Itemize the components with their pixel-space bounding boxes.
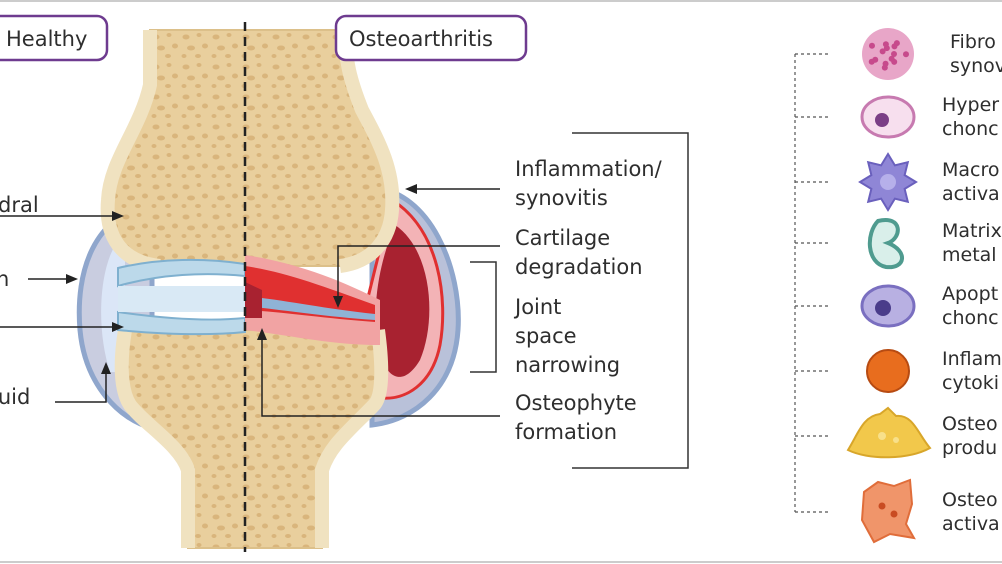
label-cartilage-line2: degradation (515, 255, 643, 279)
legend-label: activa (942, 513, 1000, 535)
oa-badge: Osteoarthritis (334, 14, 528, 62)
legend-label: metal (942, 244, 997, 266)
label-osteophyte-line2: formation (515, 420, 617, 444)
arrow-osteophyte (257, 328, 267, 340)
big-bracket (572, 132, 689, 469)
label-joint-line3: narrowing (515, 353, 620, 377)
fibrotic-cell-icon (862, 28, 914, 80)
legend-label: activa (942, 183, 1000, 205)
legend-label: Hyper (942, 94, 999, 116)
tibia-cortex-left (114, 328, 195, 548)
hypertrophic-chondrocyte-icon (860, 95, 916, 139)
right-label-group: Inflammation/ synovitis Cartilage degrad… (257, 132, 689, 469)
legend-label: chonc (942, 307, 999, 329)
legend-label: Osteo (942, 413, 998, 435)
tibia-cortex-right (315, 329, 389, 548)
pointer-cartilage (337, 245, 500, 298)
label-inflammation-line2: synovitis (515, 186, 608, 210)
joint-space-healthy (118, 286, 245, 312)
arrow-fluid (101, 362, 111, 374)
legend-label: Matrix (942, 220, 1002, 242)
label-joint-line2: space (515, 324, 577, 348)
oa-badge-label: Osteoarthritis (349, 27, 493, 51)
inflamed-synovium-core (375, 225, 430, 377)
inflammatory-cytokine-icon (866, 349, 910, 393)
legend-label: Apopt (942, 283, 998, 305)
label-cartilage-line1: Cartilage (515, 226, 610, 250)
healthy-badge: Healthy (0, 14, 109, 62)
legend-label: produ (942, 437, 997, 459)
femur-cortex-left (100, 30, 161, 273)
arrow-membrane (66, 274, 78, 284)
label-subchondral: dral (0, 193, 39, 217)
legend-label: Macro (942, 159, 1000, 181)
label-fluid: luid (0, 385, 30, 409)
legend-label: Osteo (942, 489, 998, 511)
pointer-fluid (55, 370, 107, 403)
oa-joint-space (245, 296, 375, 320)
arrow-inflammation (405, 184, 417, 194)
arrow-subchondral (112, 211, 124, 221)
arrow-cartilage (333, 296, 343, 308)
osteoblast-icon (846, 406, 932, 459)
osteophyte (245, 282, 262, 318)
label-osteophyte-line1: Osteophyte (515, 391, 637, 415)
arrow-cartilage-left (112, 322, 124, 332)
pointer-osteophyte (261, 338, 500, 417)
label-membrane: n (0, 267, 9, 291)
legend-label: Inflam (942, 348, 1002, 370)
legend: FibrosynovHyperchoncMacroactivaMatrixmet… (794, 28, 1002, 544)
joint-illustration (76, 22, 461, 552)
joint-space-bracket (470, 261, 497, 373)
legend-label: synov (950, 55, 1002, 77)
activated-macrophage-icon (858, 152, 918, 212)
apoptotic-chondrocyte-icon (860, 284, 916, 328)
label-inflammation-line1: Inflammation/ (515, 157, 663, 181)
healthy-cartilage-upper (117, 258, 246, 288)
osteoclast-icon (860, 478, 916, 544)
legend-label: Fibro (950, 31, 996, 53)
legend-label: cytoki (942, 372, 999, 394)
legend-label: chonc (942, 118, 999, 140)
healthy-badge-label: Healthy (6, 27, 87, 51)
matrix-metalloproteinase-icon (867, 218, 904, 270)
label-joint-line1: Joint (513, 295, 561, 319)
healthy-cartilage-lower (117, 310, 246, 336)
